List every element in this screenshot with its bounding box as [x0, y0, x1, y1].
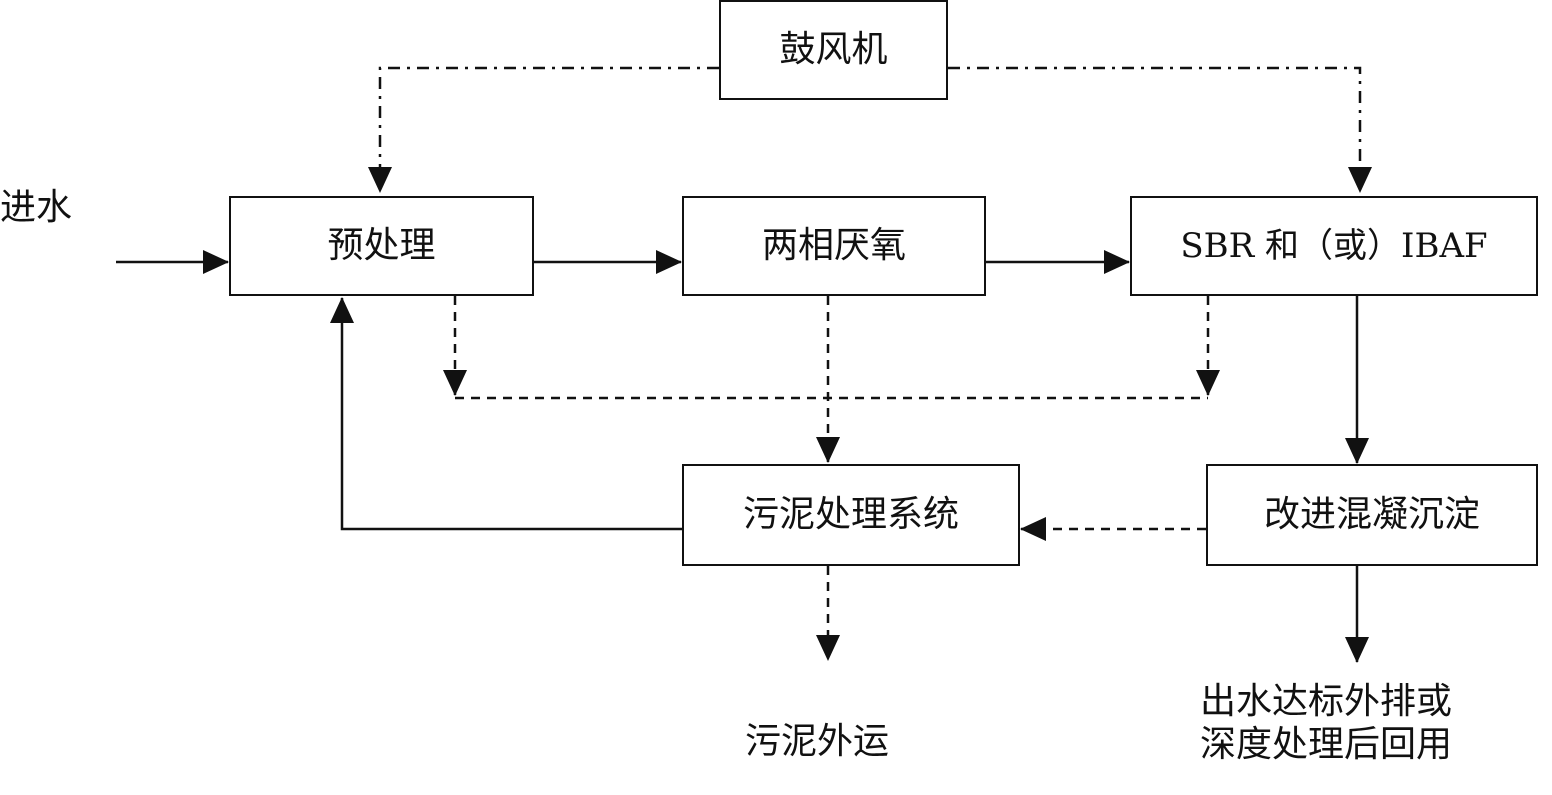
sludge-treatment-label: 污泥处理系统	[742, 494, 959, 535]
improved-coagulation-box: 改进混凝沉淀	[1206, 464, 1538, 566]
two-phase-anaerobic-box: 两相厌氧	[682, 196, 986, 296]
pretreatment-box: 预处理	[229, 196, 534, 296]
sludge-out-label: 污泥外运	[745, 721, 890, 762]
blower-label: 鼓风机	[779, 29, 888, 70]
effluent-label: 出水达标外排或 深度处理后回用	[1200, 680, 1452, 766]
effluent-label-line2: 深度处理后回用	[1200, 724, 1453, 766]
sbr-ibaf-label: SBR 和（或）IBAF	[1180, 226, 1488, 266]
sbr-ibaf-box: SBR 和（或）IBAF	[1130, 196, 1538, 296]
air-line-to-sbr	[948, 66, 1372, 193]
two-phase-anaerobic-label: 两相厌氧	[761, 225, 906, 266]
inflow-label: 进水	[0, 187, 73, 228]
pretreatment-label: 预处理	[327, 225, 436, 266]
effluent-label-line1: 出水达标外排或	[1200, 681, 1453, 722]
sludge-treatment-box: 污泥处理系统	[682, 464, 1020, 566]
improved-coagulation-label: 改进混凝沉淀	[1263, 494, 1480, 535]
blower-box: 鼓风机	[719, 0, 948, 100]
air-line-to-pretreatment	[368, 66, 719, 193]
return-sludge-liquor-line	[330, 297, 682, 531]
